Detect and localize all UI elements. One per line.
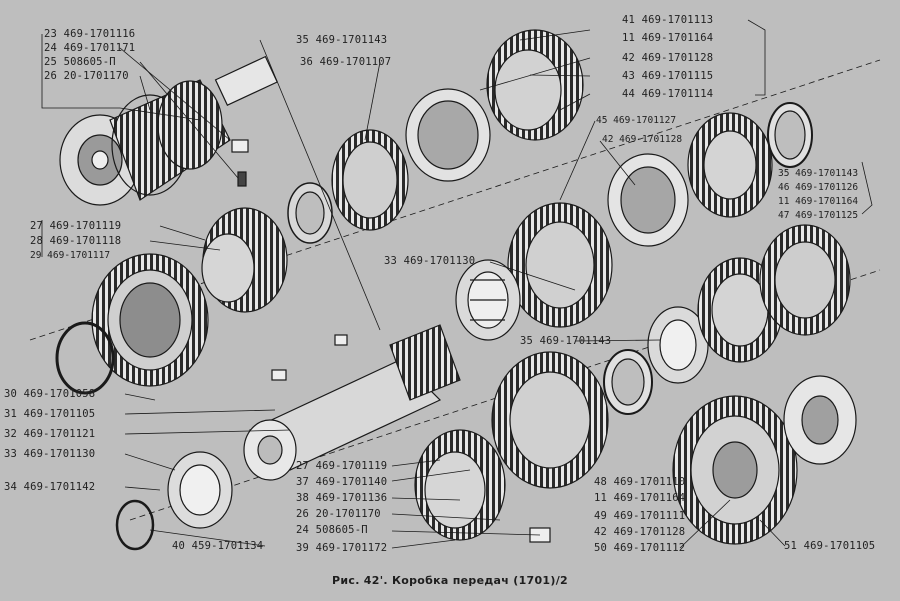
- part-label-33-mid: 33 469-1701130: [384, 255, 476, 267]
- input-shaft-assembly: [59, 55, 279, 206]
- part-label-27-bottom: 27 469-1701119: [296, 460, 388, 472]
- part-label-42-right: 42 469-1701128: [602, 134, 683, 145]
- main-shaft: [243, 324, 461, 481]
- part-label-46-right: 46 469-1701126: [778, 182, 859, 193]
- snap-ring-30: [55, 321, 115, 395]
- part-label-26: 26 20-1701170: [44, 70, 129, 82]
- ring-gear-29: [91, 253, 209, 387]
- part-label-33: 33 469-1701130: [4, 448, 96, 460]
- part-label-26-bottom: 26 20-1701170: [296, 508, 381, 520]
- part-label-37-bottom: 37 469-1701140: [296, 476, 388, 488]
- part-label-45-right: 45 469-1701127: [596, 115, 677, 126]
- part-label-47-right: 47 469-1701125: [778, 210, 859, 221]
- part-label-51-bottom: 51 469-1701105: [784, 540, 876, 552]
- part-label-40-bottom: 40 459-1701134: [172, 540, 264, 552]
- part-label-50-bottom: 50 469-1701112: [594, 542, 686, 554]
- part-label-23: 23 469-1701116: [44, 28, 136, 40]
- part-label-11-right: 11 469-1701164: [778, 196, 859, 207]
- part-label-44: 44 469-1701114: [622, 88, 714, 100]
- synchronizer-27: [201, 207, 288, 313]
- part-label-35: 35 469-1701143: [296, 34, 388, 46]
- part-label-29: 29 469-1701117: [30, 250, 111, 261]
- part-label-31: 31 469-1701105: [4, 408, 96, 420]
- part-label-28: 28 469-1701118: [30, 235, 122, 247]
- part-label-49-bottom: 49 469-1701111: [594, 510, 686, 522]
- part-label-43: 43 469-1701115: [622, 70, 714, 82]
- part-label-42-bottom: 42 469-1701128: [594, 526, 686, 538]
- part-label-38-bottom: 38 469-1701136: [296, 492, 388, 504]
- part-label-48-bottom: 48 469-1701110: [594, 476, 686, 488]
- part-label-11: 11 469-1701164: [622, 32, 714, 44]
- part-label-41: 41 469-1701113: [622, 14, 714, 26]
- part-label-36: 36 469-1701107: [300, 56, 392, 68]
- part-label-39-bottom: 39 469-1701172: [296, 542, 388, 554]
- part-label-32: 32 469-1701121: [4, 428, 96, 440]
- part-label-11-bottom: 11 469-1701164: [594, 492, 686, 504]
- part-label-35-right: 35 469-1701143: [778, 168, 859, 179]
- part-label-24-bottom: 24 508605-П: [296, 524, 368, 536]
- part-label-24: 24 469-1701171: [44, 42, 136, 54]
- part-label-35-mid: 35 469-1701143: [520, 335, 612, 347]
- part-label-25: 25 508605-П: [44, 56, 116, 68]
- part-label-42: 42 469-1701128: [622, 52, 714, 64]
- part-label-27: 27 469-1701119: [30, 220, 122, 232]
- figure-caption: Рис. 42'. Коробка передач (1701)/2: [332, 574, 568, 587]
- part-label-30: 30 469-1701058: [4, 388, 96, 400]
- part-label-34: 34 469-1701142: [4, 481, 96, 493]
